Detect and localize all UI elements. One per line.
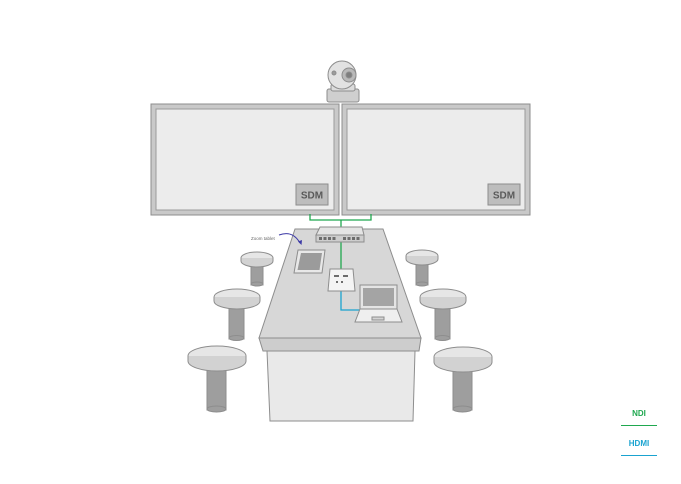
hdmi-cable bbox=[340, 291, 366, 311]
legend-ndi-swatch bbox=[621, 425, 657, 426]
legend-hdmi-label: HDMI bbox=[628, 439, 650, 448]
tablet-annotation-label: Zoom tablet bbox=[251, 236, 276, 241]
legend-hdmi-swatch bbox=[621, 455, 657, 456]
ptz-camera-icon bbox=[326, 60, 360, 103]
network-switch-icon bbox=[315, 226, 365, 243]
right-display: SDM bbox=[341, 103, 531, 216]
right-screen-label: SDM bbox=[493, 191, 515, 202]
legend-ndi: NDI bbox=[621, 409, 657, 426]
laptop-icon bbox=[354, 284, 403, 323]
table-connect-box-icon bbox=[327, 268, 356, 292]
stool-icon bbox=[213, 288, 261, 341]
tablet-annotation: Zoom tablet bbox=[251, 233, 302, 245]
stool-icon bbox=[240, 251, 274, 287]
left-display: SDM bbox=[150, 103, 340, 216]
conference-table bbox=[258, 228, 422, 422]
stool-icon bbox=[187, 345, 247, 413]
left-screen-label: SDM bbox=[301, 191, 323, 202]
stool-icon bbox=[405, 249, 439, 287]
legend-ndi-label: NDI bbox=[632, 409, 646, 418]
zoom-tablet-icon bbox=[293, 249, 326, 274]
stool-icon bbox=[419, 288, 467, 341]
stool-icon bbox=[433, 346, 493, 413]
legend-hdmi: HDMI bbox=[621, 439, 657, 456]
